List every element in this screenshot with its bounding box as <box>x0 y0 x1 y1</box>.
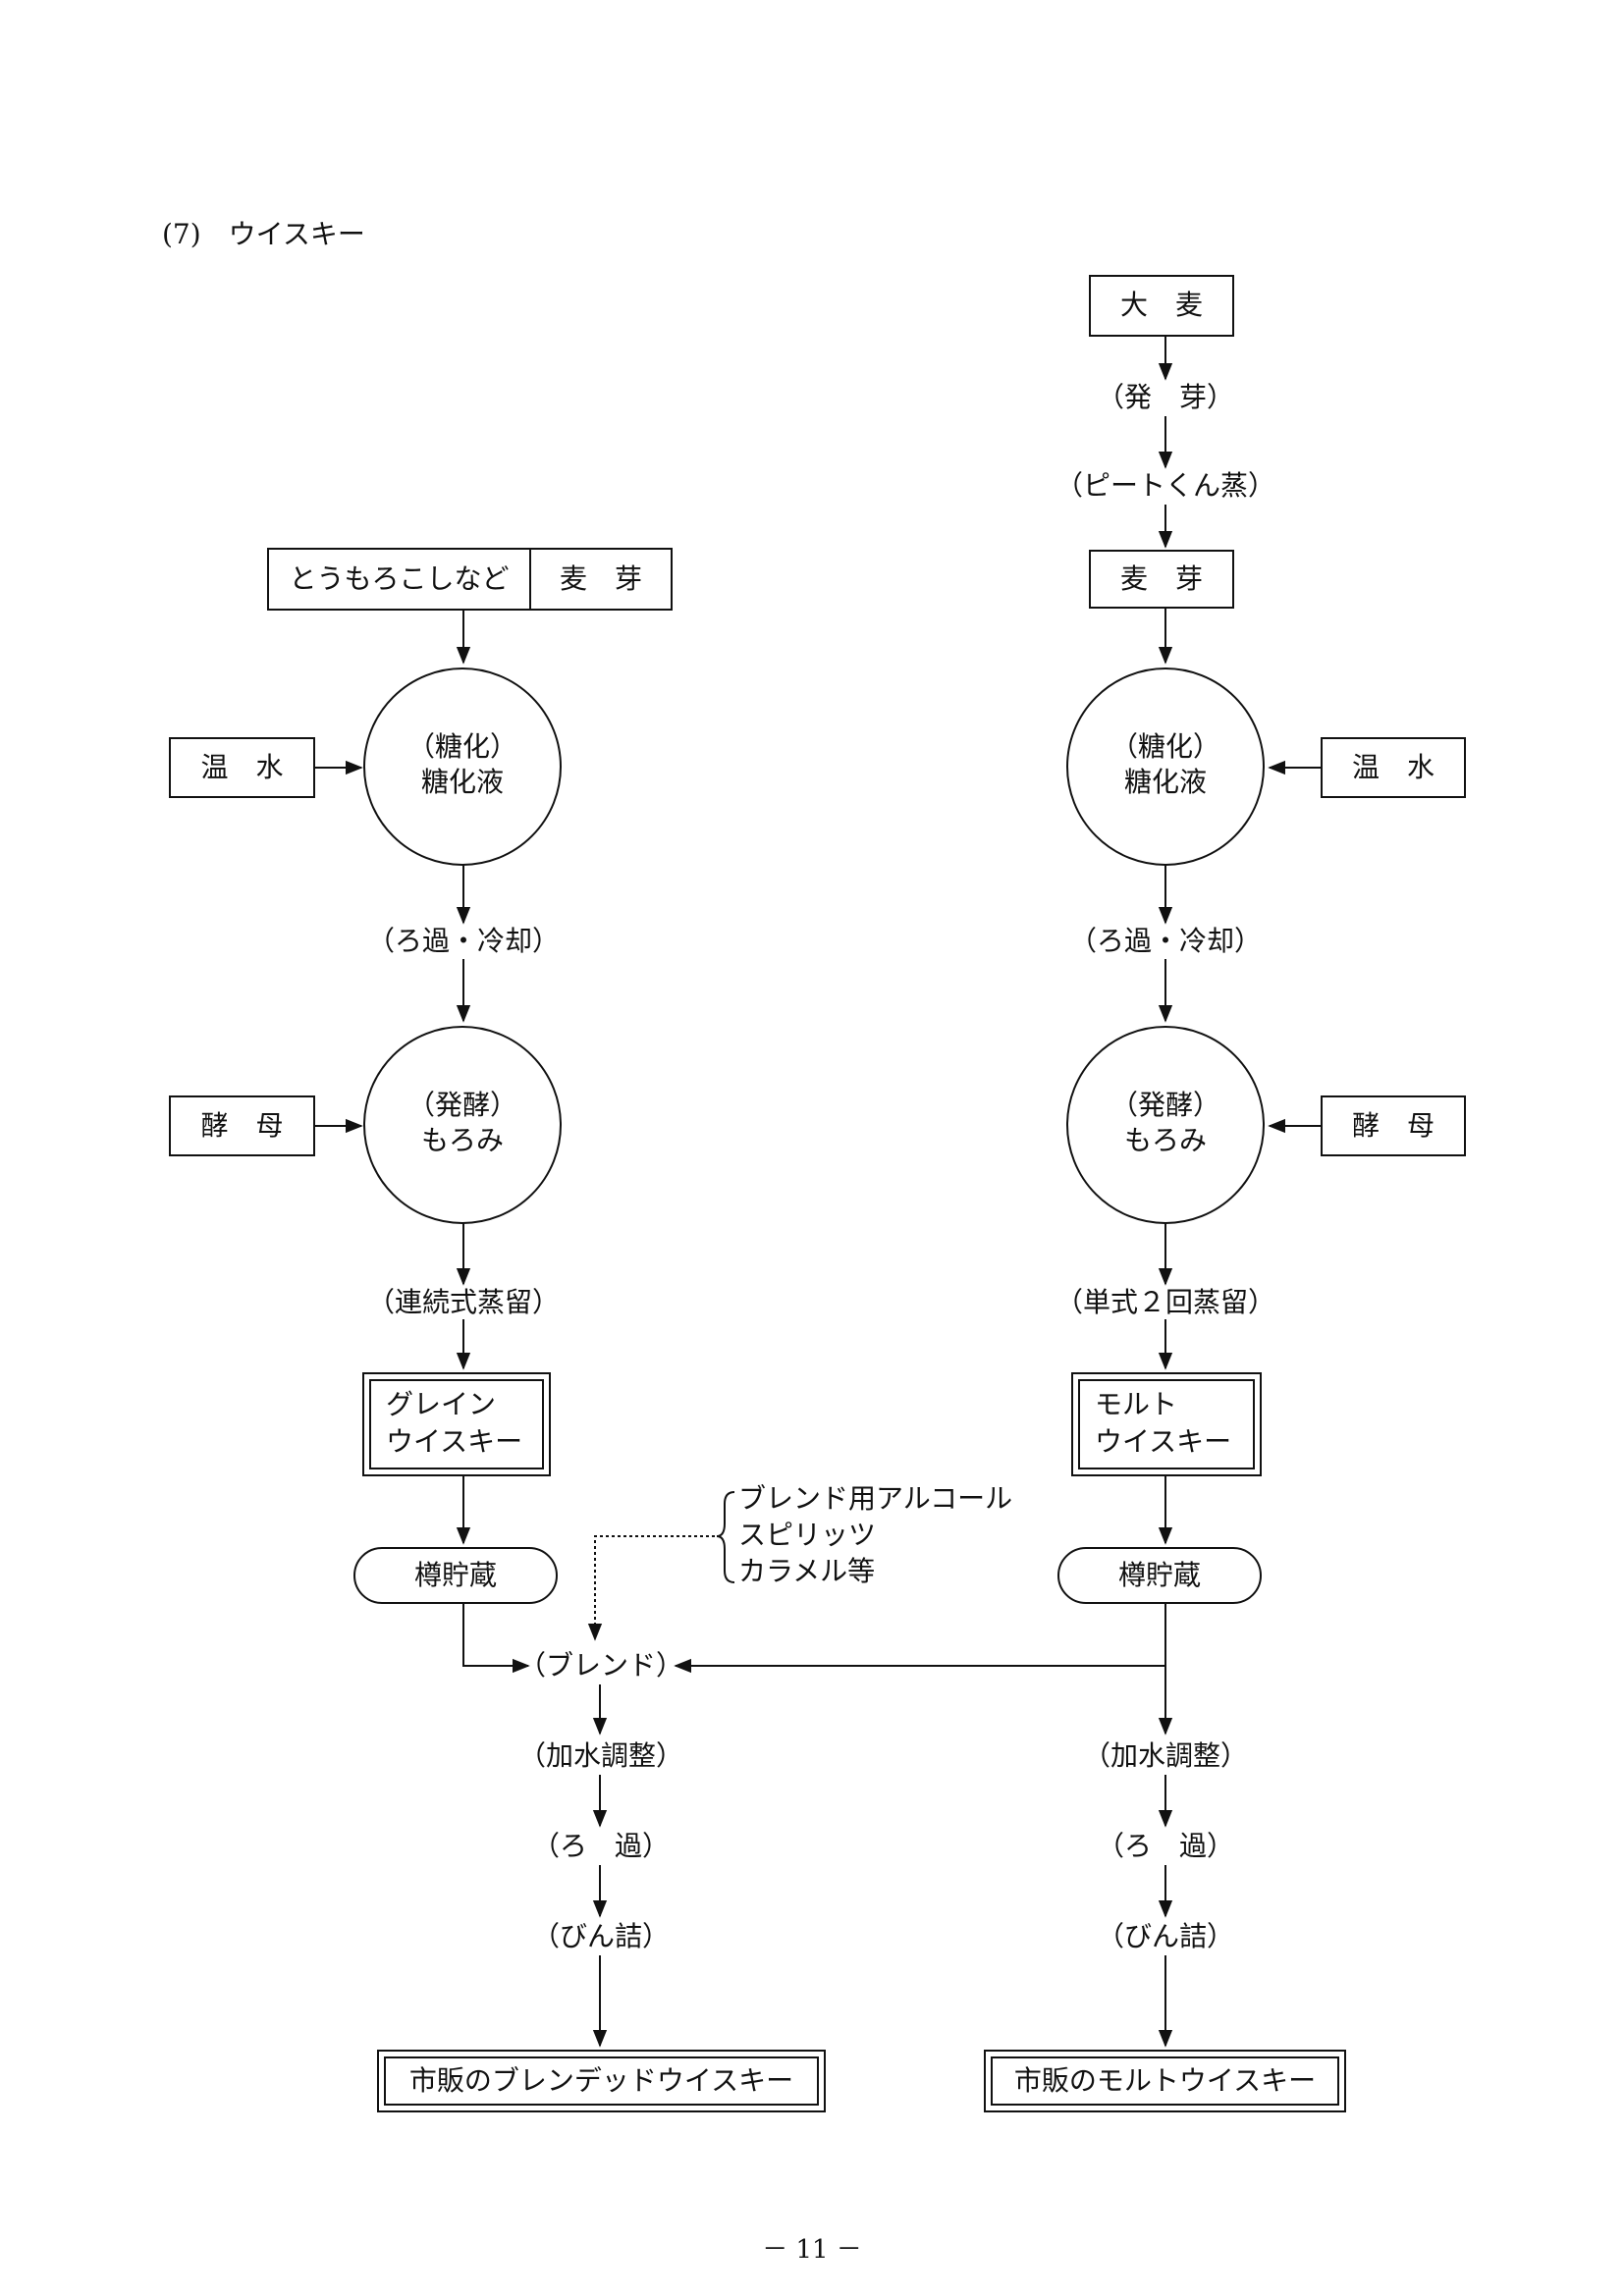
right-water-adjust: （加水調整） <box>1082 1739 1249 1772</box>
grain-whisky-line1: グレイン <box>386 1388 497 1420</box>
left-saccharification-circle: （糖化） 糖化液 <box>363 667 562 866</box>
left-hot-water-box: 温 水 <box>169 737 315 798</box>
left-raw-material: とうもろこしなど <box>289 562 510 595</box>
additive-spirits: スピリッツ <box>738 1519 877 1551</box>
right-fermentation-circle: （発酵） もろみ <box>1066 1026 1265 1224</box>
left-sacch-product: 糖化液 <box>420 766 504 798</box>
additive-alcohol: ブレンド用アルコール <box>738 1482 1013 1515</box>
right-barrel-pill: 樽貯蔵 <box>1057 1547 1262 1604</box>
right-filter-cool: （ろ過・冷却） <box>1068 925 1263 957</box>
right-malt: 麦 芽 <box>1119 562 1203 595</box>
right-barley-box: 大 麦 <box>1089 275 1234 337</box>
left-hot-water: 温 水 <box>200 751 284 783</box>
left-ferm-step: （発酵） <box>406 1089 517 1121</box>
right-hot-water: 温 水 <box>1351 751 1435 783</box>
left-sacch-step: （糖化） <box>406 730 517 763</box>
right-distillation: （単式２回蒸留） <box>1055 1286 1276 1318</box>
right-bottling: （びん詰） <box>1096 1920 1235 1952</box>
arrow-barrel-to-blend <box>462 1604 530 1674</box>
malt-whisky-line2: ウイスキー <box>1095 1425 1232 1458</box>
malt-product: 市販のモルトウイスキー <box>1013 2064 1317 2097</box>
left-fermentation-circle: （発酵） もろみ <box>363 1026 562 1224</box>
right-yeast-box: 酵 母 <box>1321 1095 1466 1156</box>
section-title: (7) ウイスキー <box>162 218 365 250</box>
right-filter: （ろ 過） <box>1096 1830 1235 1862</box>
left-yeast: 酵 母 <box>200 1109 284 1142</box>
left-distillation: （連続式蒸留） <box>366 1286 561 1318</box>
grain-whisky-box: グレイン ウイスキー <box>362 1372 551 1476</box>
blended-product-box: 市販のブレンデッドウイスキー <box>377 2050 826 2112</box>
malt-whisky-line1: モルト <box>1095 1388 1178 1420</box>
right-germination: （発 芽） <box>1096 381 1235 413</box>
right-barrel: 樽貯蔵 <box>1117 1559 1201 1591</box>
dotted-additives-line <box>587 1535 715 1641</box>
right-sacch-product: 糖化液 <box>1123 766 1207 798</box>
left-raw-material-box: とうもろこしなど 麦 芽 <box>267 548 673 611</box>
center-blend: （ブレンド） <box>517 1649 684 1682</box>
center-water-adjust: （加水調整） <box>517 1739 684 1772</box>
right-sacch-step: （糖化） <box>1110 730 1220 763</box>
right-barley: 大 麦 <box>1119 289 1203 321</box>
left-malt: 麦 芽 <box>559 562 642 595</box>
right-malt-box: 麦 芽 <box>1089 550 1234 609</box>
left-barrel: 樽貯蔵 <box>413 1559 497 1591</box>
malt-whisky-box: モルト ウイスキー <box>1071 1372 1262 1476</box>
right-hot-water-box: 温 水 <box>1321 737 1466 798</box>
additives-brace <box>716 1491 735 1583</box>
page-number: － 11 － <box>762 2235 862 2265</box>
malt-product-box: 市販のモルトウイスキー <box>984 2050 1346 2112</box>
right-ferm-product: もろみ <box>1123 1124 1207 1156</box>
center-filter: （ろ 過） <box>531 1830 671 1862</box>
left-yeast-box: 酵 母 <box>169 1095 315 1156</box>
additive-caramel: カラメル等 <box>738 1555 876 1587</box>
blended-product: 市販のブレンデッドウイスキー <box>408 2064 794 2097</box>
right-saccharification-circle: （糖化） 糖化液 <box>1066 667 1265 866</box>
grain-whisky-line2: ウイスキー <box>386 1425 523 1458</box>
left-raw-divider <box>529 550 531 609</box>
right-yeast: 酵 母 <box>1351 1109 1435 1142</box>
center-bottling: （びん詰） <box>531 1920 671 1952</box>
left-ferm-product: もろみ <box>420 1124 504 1156</box>
right-peat: （ピートくん蒸） <box>1055 469 1276 502</box>
left-barrel-pill: 樽貯蔵 <box>353 1547 558 1604</box>
right-ferm-step: （発酵） <box>1110 1089 1220 1121</box>
left-filter-cool: （ろ過・冷却） <box>366 925 561 957</box>
